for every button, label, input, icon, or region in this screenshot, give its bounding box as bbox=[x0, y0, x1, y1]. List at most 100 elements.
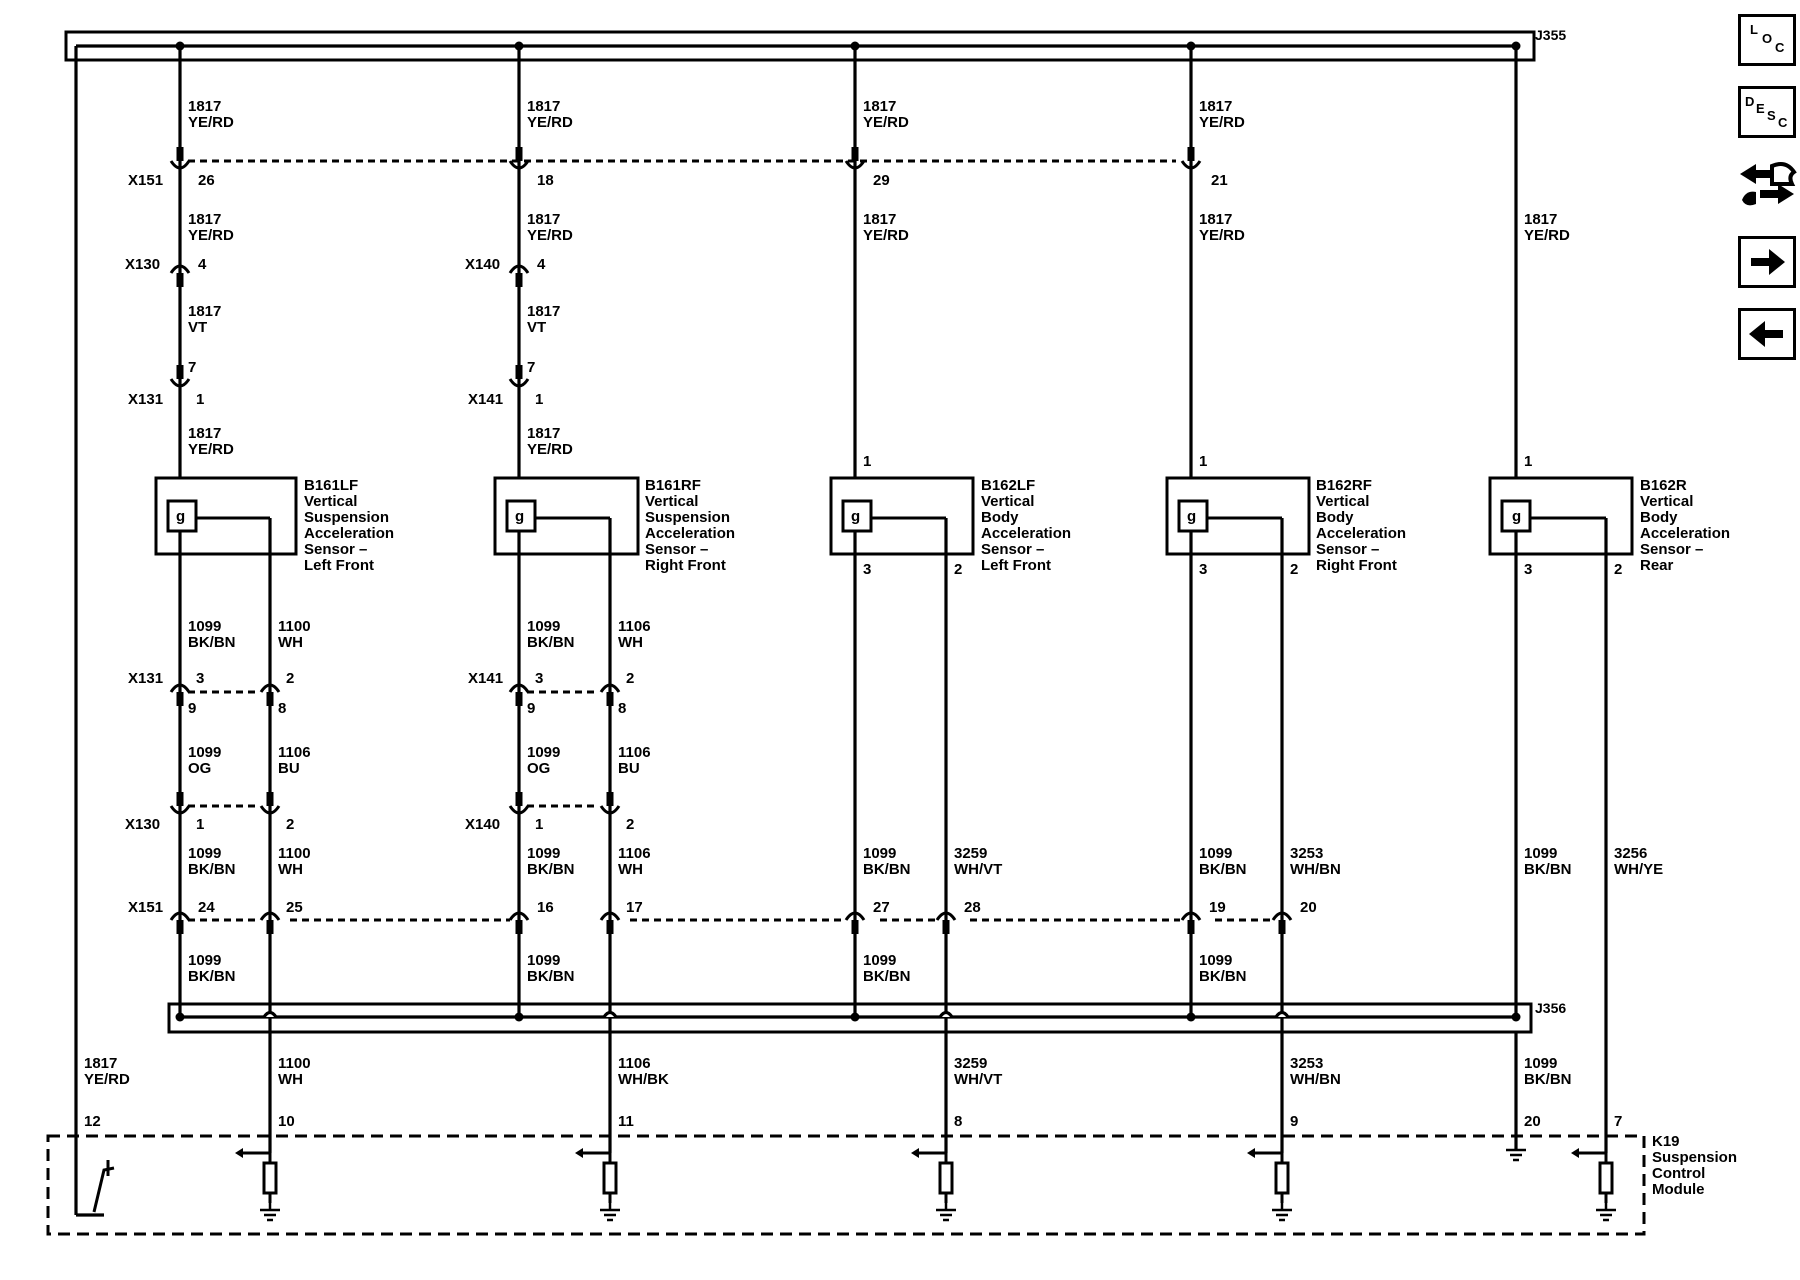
sensor-b161lf: g bbox=[154, 476, 298, 556]
desc-icon: D E S C bbox=[1745, 94, 1788, 130]
svg-text:E: E bbox=[1756, 101, 1765, 116]
sensor-b162lf: g bbox=[829, 476, 975, 556]
svg-text:X140: X140 bbox=[465, 256, 500, 273]
svg-text:20: 20 bbox=[1524, 1113, 1541, 1130]
svg-text:1: 1 bbox=[863, 453, 871, 470]
loc-button[interactable]: L O C bbox=[1738, 14, 1796, 66]
svg-text:21: 21 bbox=[1211, 172, 1228, 189]
desc-button[interactable]: D E S C bbox=[1738, 86, 1796, 138]
next-page-arrow-icon bbox=[1751, 249, 1785, 275]
previous-page-arrow-icon bbox=[1749, 321, 1783, 347]
svg-text:9: 9 bbox=[1290, 1113, 1298, 1130]
pin-labels: 26 18 29 21 4 4 7 7 1 1 1 1 1 3 2 3 2 3 … bbox=[84, 172, 1622, 1130]
j356-label: J356 bbox=[1535, 1000, 1566, 1016]
svg-text:26: 26 bbox=[198, 172, 215, 189]
svg-text:7: 7 bbox=[188, 359, 196, 376]
sensor-g-symbol: g bbox=[515, 508, 524, 525]
input-pin7 bbox=[1571, 1148, 1618, 1222]
splice-dots bbox=[175, 41, 1521, 1022]
svg-text:1: 1 bbox=[196, 816, 204, 833]
svg-text:2: 2 bbox=[286, 816, 294, 833]
svg-text:4: 4 bbox=[198, 256, 207, 273]
svg-text:3: 3 bbox=[535, 670, 543, 687]
input-pin11 bbox=[575, 1148, 622, 1222]
svg-text:24: 24 bbox=[198, 899, 215, 916]
svg-text:X141: X141 bbox=[468, 391, 503, 408]
svg-text:1: 1 bbox=[1524, 453, 1532, 470]
svg-text:3: 3 bbox=[1199, 561, 1207, 578]
j355-splice-bar bbox=[64, 30, 1536, 62]
next-page-button[interactable] bbox=[1738, 236, 1796, 288]
sensor-g-symbol: g bbox=[851, 508, 860, 525]
connector-view-button[interactable] bbox=[1736, 156, 1798, 212]
sensor-g-symbol: g bbox=[1512, 508, 1521, 525]
svg-text:3: 3 bbox=[196, 670, 204, 687]
svg-text:X141: X141 bbox=[468, 670, 503, 687]
svg-text:C: C bbox=[1778, 115, 1788, 130]
svg-text:D: D bbox=[1745, 94, 1754, 109]
svg-text:2: 2 bbox=[626, 816, 634, 833]
input-pin8 bbox=[911, 1148, 958, 1222]
svg-text:2: 2 bbox=[1290, 561, 1298, 578]
svg-text:11: 11 bbox=[618, 1113, 634, 1130]
svg-text:8: 8 bbox=[954, 1113, 962, 1130]
connector-view-icon bbox=[1740, 162, 1797, 206]
sensor-b162rf: g bbox=[1165, 476, 1311, 556]
svg-text:25: 25 bbox=[286, 899, 303, 916]
sensor-b161rf: g bbox=[493, 476, 640, 556]
svg-text:16: 16 bbox=[537, 899, 554, 916]
svg-text:2: 2 bbox=[626, 670, 634, 687]
svg-text:O: O bbox=[1762, 31, 1772, 46]
svg-text:1: 1 bbox=[535, 816, 543, 833]
input-pin10 bbox=[235, 1148, 282, 1222]
sensor-g-symbol: g bbox=[176, 508, 185, 525]
svg-text:1: 1 bbox=[1199, 453, 1207, 470]
svg-text:9: 9 bbox=[188, 700, 196, 717]
connector-dashes bbox=[188, 159, 1270, 922]
svg-text:X131: X131 bbox=[128, 670, 163, 687]
module-inputs bbox=[235, 1148, 1618, 1222]
svg-text:4: 4 bbox=[537, 256, 546, 273]
connector-labels: X151 X130 X140 X131 X141 X131 X141 X130 … bbox=[125, 172, 503, 916]
svg-text:S: S bbox=[1767, 108, 1776, 123]
svg-text:29: 29 bbox=[873, 172, 890, 189]
svg-text:X140: X140 bbox=[465, 816, 500, 833]
svg-text:3: 3 bbox=[863, 561, 871, 578]
svg-text:2: 2 bbox=[286, 670, 294, 687]
previous-page-button[interactable] bbox=[1738, 308, 1796, 360]
svg-text:1: 1 bbox=[535, 391, 543, 408]
svg-text:19: 19 bbox=[1209, 899, 1226, 916]
svg-text:10: 10 bbox=[278, 1113, 295, 1130]
svg-text:8: 8 bbox=[618, 700, 626, 717]
